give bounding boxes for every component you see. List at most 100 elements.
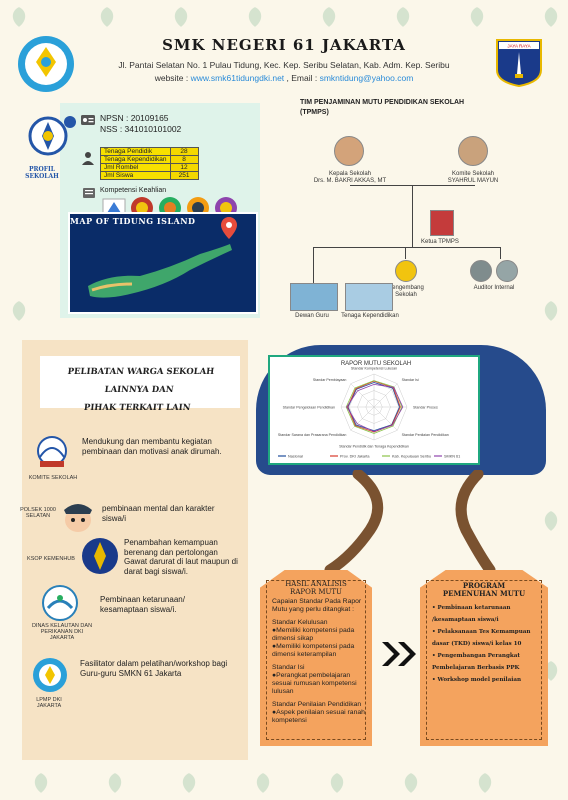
isi-item: ●Perangkat pembelajaran sesuai rumusan k… — [272, 672, 357, 695]
tag-rope — [324, 470, 384, 576]
hasil-body: Capaian Standar Pada Rapor Mutu yang per… — [272, 598, 366, 725]
org-title-line2: (TPMPS) — [300, 109, 329, 116]
committee-photo — [458, 136, 488, 166]
kelulusan-title: Standar Kelulusan — [272, 619, 328, 626]
org-connector — [405, 247, 406, 259]
leaf-decoration-icon — [174, 7, 188, 27]
emblem-motto: JAYA RAYA — [507, 44, 530, 49]
email-label: , Email : — [284, 73, 320, 83]
ketua-label: Ketua TPMPS — [421, 239, 459, 245]
leaf-decoration-icon — [108, 773, 122, 793]
police-mascot-icon — [64, 504, 92, 532]
legend-label: Kab. Kepulauan Seribu — [392, 455, 431, 459]
komite-label: Komite Sekolah SYAHRUL MAYUN — [425, 171, 521, 185]
leaf-decoration-icon — [100, 7, 114, 27]
radar-axis-label: Standar Penilaian Pendidikan — [402, 433, 449, 437]
tag-border — [266, 580, 366, 740]
stat-label: Jml Rombel — [100, 163, 171, 172]
legend-label: Nasional — [288, 455, 303, 459]
item-caption: KOMITE SEKOLAH — [28, 475, 78, 481]
leaf-decoration-icon — [34, 773, 48, 793]
isi-title: Standar Isi — [272, 664, 305, 671]
hasil-heading: HASIL ANALISIS RAPOR MUTU — [262, 580, 370, 596]
radar-axis-label: Standar Pembiayaan — [313, 378, 347, 382]
ketua-photo — [430, 210, 454, 236]
tidung-island-map: MAP OF TIDUNG ISLAND — [68, 212, 258, 314]
auditor-label: Auditor Internal — [473, 285, 515, 291]
rapor-mutu-chart: RAPOR MUTU SEKOLAH Standar Kompetensi Lu… — [268, 355, 480, 465]
radar-axis-label: Standar Isi — [402, 378, 419, 382]
tag-rope — [455, 470, 496, 576]
radar-series-line — [347, 382, 400, 432]
legend-label: SMKN 61 — [444, 455, 460, 459]
npsn-nss: NPSN : 20109165 NSS : 341010101002 — [100, 113, 181, 135]
org-connector — [500, 247, 501, 259]
tenaga-photo — [345, 283, 393, 311]
program-item: • Pembinaan ketarunaan — [432, 605, 511, 611]
school-address: Jl. Pantai Selatan No. 1 Pulau Tidung, K… — [118, 60, 450, 70]
item-caption: DINAS KELAUTAN DAN PERIKANAN DKI JAKARTA — [31, 623, 93, 641]
item-description: pembinaan mental dan karakter siswa/i — [102, 504, 215, 523]
stat-value: 251 — [169, 171, 199, 180]
org-connector — [412, 225, 413, 247]
program-item: Pembelajaran Berbasis PPK — [432, 665, 520, 671]
komite-role: Komite Sekolah — [451, 171, 495, 177]
stat-value: 8 — [169, 155, 199, 164]
program-item: dasar (TKD) siswa/i kelas 10 — [432, 641, 522, 647]
kepala-name: Drs. M. BAKRI AKKAS, MT — [313, 178, 387, 184]
leaf-decoration-icon — [12, 301, 26, 321]
leaf-decoration-icon — [248, 7, 262, 27]
program-tag — [420, 570, 548, 746]
email-link[interactable]: smkntidung@yahoo.com — [319, 73, 414, 83]
stat-label: Jml Siswa — [100, 171, 171, 180]
leaf-decoration-icon — [478, 773, 492, 793]
item-description: Pembinaan ketarunaan/ kesamaptaan siswa/… — [100, 595, 185, 614]
competency-icon — [83, 188, 95, 198]
item-description: Mendukung dan membantu kegiatan pembinaa… — [82, 437, 222, 456]
kelulusan-item: ●Memiliki kompetensi pada dimensi ketera… — [272, 643, 355, 658]
org-title-line1: TIM PENJAMINAN MUTU PENDIDIKAN SEKOLAH — [300, 99, 465, 106]
org-connector — [412, 185, 413, 225]
pelibatan-title-line1: PELIBATAN WARGA SEKOLAH LAINNYA DAN — [67, 367, 215, 395]
dewan-guru-label: Dewan Guru — [295, 313, 329, 319]
item-caption: KSOP KEMENHUB — [27, 556, 75, 562]
school-profile-logo — [28, 116, 76, 156]
stat-label: Tenaga Kependidikan — [100, 155, 171, 164]
penilaian-title: Standar Penilaian Pendidikan — [272, 701, 362, 708]
program-item: • Workshop model penilaian — [432, 677, 522, 683]
radar-axis-label: Standar Kompetensi Lulusan — [351, 367, 397, 371]
lpmp-logo — [33, 658, 67, 692]
stat-value: 12 — [169, 163, 199, 172]
program-item: • Pelaksanaan Tes Kemampuan — [432, 629, 531, 635]
map-pin-icon — [221, 217, 237, 239]
radar-series-line — [346, 383, 404, 432]
kemenhub-logo — [82, 538, 118, 574]
kepala-sekolah-label: Kepala Sekolah Drs. M. BAKRI AKKAS, MT — [300, 171, 400, 185]
kelulusan-item: ●Memiliki kompetensi pada dimensi sikap — [272, 627, 355, 642]
leaf-decoration-icon — [330, 773, 344, 793]
leaf-decoration-icon — [256, 773, 270, 793]
tut-wuri-handayani-logo — [18, 36, 74, 92]
pelibatan-title-bar — [40, 356, 240, 408]
legend-label: Prov. DKI Jakarta — [340, 455, 370, 459]
org-connector — [313, 247, 413, 248]
tenaga-label: Tenaga Kependidikan — [341, 313, 399, 319]
radar-axis-label: Standar Pengelolaan Pendidikan — [283, 406, 335, 410]
pelibatan-title: PELIBATAN WARGA SEKOLAH LAINNYA DAN PIHA… — [41, 363, 237, 417]
komite-name: SYAHRUL MAYUN — [447, 178, 499, 184]
kepala-role: Kepala Sekolah — [328, 171, 372, 177]
penilaian-item: ●Aspek penilaian sesuai ranah kompetensi — [272, 709, 365, 724]
item-caption: POLSEK 1000 SELATAN — [20, 507, 56, 519]
hasil-heading-line1: HASIL ANALISIS — [285, 580, 347, 588]
dinas-kelautan-logo — [42, 585, 78, 621]
leaf-decoration-icon — [544, 511, 558, 531]
website-link[interactable]: www.smk61tidungdki.net — [190, 73, 285, 83]
radar-axis-label: Standar Sarana dan Prasarana Pendidikan — [278, 433, 347, 437]
auditor-photo-1 — [470, 260, 492, 282]
hasil-analisis-tag — [260, 570, 372, 746]
item-description: Fasilitator dalam pelatihan/workshop bag… — [80, 659, 228, 678]
tag-border — [426, 580, 542, 740]
